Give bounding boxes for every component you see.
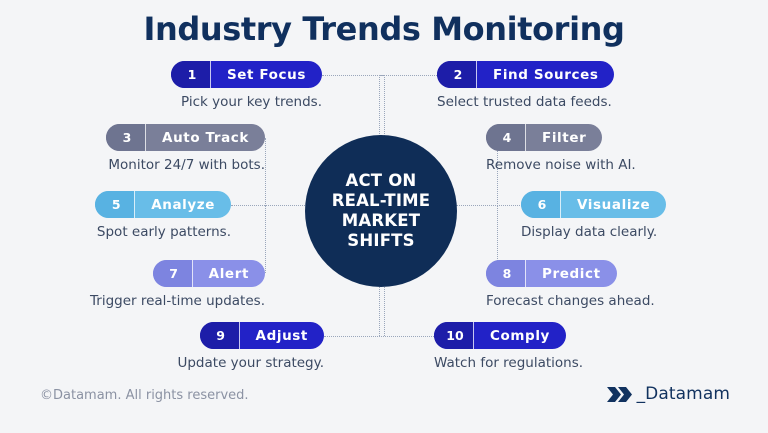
center-hub-text: ACT ON REAL-TIME MARKET SHIFTS: [332, 171, 431, 251]
step-9-caption: Update your strategy.: [177, 355, 324, 371]
connector-4-v: [497, 138, 498, 206]
step-5[interactable]: 5 Analyze Spot early patterns.: [0, 191, 231, 240]
step-5-label: Analyze: [134, 191, 231, 218]
step-2-number: 2: [437, 61, 476, 88]
step-9-pill[interactable]: 9 Adjust: [199, 322, 324, 349]
logo-wordmark: _Datamam: [636, 384, 730, 404]
connector-9-v: [384, 284, 385, 336]
step-3-pill[interactable]: 3 Auto Track: [106, 124, 265, 151]
step-7-pill[interactable]: 7 Alert: [152, 260, 265, 287]
hub-line-4: SHIFTS: [347, 231, 415, 250]
step-6-label: Visualize: [560, 191, 666, 218]
step-9[interactable]: 9 Adjust Update your strategy.: [0, 322, 324, 371]
step-4[interactable]: 4 Filter Remove noise with AI.: [486, 124, 636, 173]
step-1-label: Set Focus: [209, 61, 322, 88]
step-8-pill[interactable]: 8 Predict: [486, 260, 617, 287]
step-8-number: 8: [486, 260, 525, 287]
step-2-label: Find Sources: [476, 61, 614, 88]
step-1-caption: Pick your key trends.: [181, 94, 322, 110]
step-5-number: 5: [95, 191, 135, 218]
step-10[interactable]: 10 Comply Watch for regulations.: [434, 322, 583, 371]
step-8-caption: Forecast changes ahead.: [486, 293, 655, 309]
hub-line-1: ACT ON: [345, 171, 417, 190]
connector-2-v: [379, 75, 380, 140]
connector-3-v: [265, 138, 266, 206]
connector-7-v: [265, 205, 266, 273]
connector-2-h: [379, 75, 437, 76]
connector-10-v: [379, 284, 380, 336]
step-6-caption: Display data clearly.: [521, 224, 658, 240]
step-4-label: Filter: [525, 124, 602, 151]
step-1[interactable]: 1 Set Focus Pick your key trends.: [0, 61, 322, 110]
step-2[interactable]: 2 Find Sources Select trusted data feeds…: [437, 61, 615, 110]
page-title: Industry Trends Monitoring: [143, 10, 625, 48]
center-hub: ACT ON REAL-TIME MARKET SHIFTS: [305, 135, 457, 287]
step-9-number: 9: [199, 322, 239, 349]
connector-9-h: [324, 336, 384, 337]
step-3-label: Auto Track: [145, 124, 265, 151]
step-1-pill[interactable]: 1 Set Focus: [170, 61, 322, 88]
connector-5-h: [231, 205, 307, 206]
step-8-label: Predict: [525, 260, 617, 287]
step-7-label: Alert: [191, 260, 265, 287]
connector-10-h: [379, 336, 434, 337]
step-3-caption: Monitor 24/7 with bots.: [108, 157, 265, 173]
datamam-logo: _Datamam: [606, 384, 730, 404]
step-7[interactable]: 7 Alert Trigger real-time updates.: [0, 260, 265, 309]
step-2-caption: Select trusted data feeds.: [437, 94, 612, 110]
step-6-number: 6: [521, 191, 560, 218]
step-4-number: 4: [486, 124, 525, 151]
copyright-text: ©Datamam. All rights reserved.: [40, 388, 249, 403]
step-7-caption: Trigger real-time updates.: [90, 293, 265, 309]
step-4-caption: Remove noise with AI.: [486, 157, 636, 173]
step-3-number: 3: [106, 124, 146, 151]
step-10-number: 10: [434, 322, 473, 349]
connector-6-h: [456, 205, 532, 206]
step-4-pill[interactable]: 4 Filter: [486, 124, 603, 151]
hub-line-3: MARKET: [341, 211, 421, 230]
hub-line-2: REAL-TIME: [331, 191, 431, 210]
step-1-number: 1: [170, 61, 210, 88]
step-7-number: 7: [152, 260, 192, 287]
step-9-label: Adjust: [238, 322, 324, 349]
step-2-pill[interactable]: 2 Find Sources: [437, 61, 615, 88]
double-chevron-icon: [606, 386, 633, 402]
step-6-pill[interactable]: 6 Visualize: [521, 191, 667, 218]
connector-8-v: [497, 205, 498, 273]
connector-1-v: [384, 75, 385, 140]
step-8[interactable]: 8 Predict Forecast changes ahead.: [486, 260, 655, 309]
step-5-caption: Spot early patterns.: [96, 224, 231, 240]
step-10-caption: Watch for regulations.: [434, 355, 584, 371]
step-10-pill[interactable]: 10 Comply: [434, 322, 566, 349]
connector-1-h: [322, 75, 384, 76]
step-3[interactable]: 3 Auto Track Monitor 24/7 with bots.: [0, 124, 265, 173]
step-6[interactable]: 6 Visualize Display data clearly.: [521, 191, 667, 240]
step-5-pill[interactable]: 5 Analyze: [95, 191, 231, 218]
step-10-label: Comply: [473, 322, 566, 349]
